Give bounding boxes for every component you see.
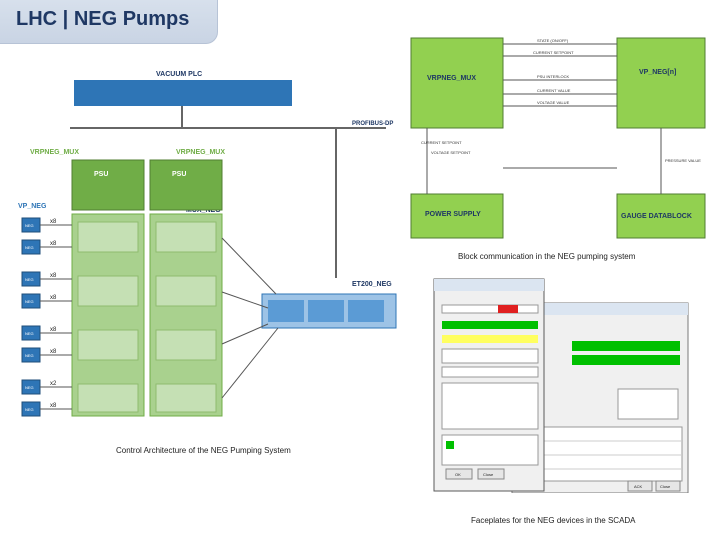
info-field: [441, 304, 539, 314]
signal-label: STATE (ON/OFF): [537, 38, 569, 43]
multiplier-label: x8: [50, 295, 57, 301]
warning-bar: [442, 335, 538, 343]
neg-box-label: NEG: [25, 407, 34, 412]
close-button-back[interactable]: [655, 480, 681, 492]
info-field: [441, 366, 539, 378]
block-diagram: VRPNEG_MUX VP_NEG[n] POWER SUPPLY GAUGE …: [407, 28, 709, 243]
architecture-svg: VACUUM PLC PROFIBUS-DP VRPNEG_MUX VRPNEG…: [18, 71, 397, 417]
mux-cell: [77, 221, 139, 253]
architecture-diagram: VACUUM PLC PROFIBUS-DP VRPNEG_MUX VRPNEG…: [16, 68, 408, 424]
mux-cell: [155, 221, 217, 253]
et200-module: [348, 300, 384, 322]
multiplier-label: x8: [50, 273, 57, 279]
mux-et200-link: [221, 323, 269, 345]
settings-panel: [441, 434, 539, 466]
psu-box-left: [71, 159, 145, 211]
ok-button-label: OK: [455, 472, 461, 477]
signal-label: VOLTAGE VALUE: [537, 100, 570, 105]
close-button-back-label: Close: [660, 484, 671, 489]
window-titlebar: [434, 279, 544, 291]
psu-label-right: PSU: [172, 171, 186, 178]
neg-box-label: NEG: [25, 277, 34, 282]
gauge-label: GAUGE DATABLOCK: [621, 213, 692, 220]
setting-indicator: [446, 441, 454, 449]
page-title: LHC | NEG Pumps: [16, 8, 190, 30]
mux-et200-link: [221, 327, 279, 399]
mux-cell: [155, 383, 217, 413]
power-supply-label: POWER SUPPLY: [425, 211, 481, 218]
multiplier-label: x8: [50, 219, 57, 225]
left-signal-label: VOLTAGE SETPOINT: [431, 150, 471, 155]
vrpneg-mux-label: VRPNEG_MUX: [427, 75, 476, 82]
close-button-front[interactable]: [477, 468, 505, 480]
neg-box-label: NEG: [25, 223, 34, 228]
status-bar-green: [572, 341, 680, 351]
info-field: [441, 348, 539, 364]
mux-cell: [155, 329, 217, 361]
mux-cell: [77, 383, 139, 413]
vp-neg-box: [616, 37, 706, 129]
multiplier-label: x8: [50, 403, 57, 409]
values-table: [441, 382, 539, 430]
signal-label: CURRENT SETPOINT: [533, 50, 574, 55]
et200-module: [268, 300, 304, 322]
left-signal-label: CURRENT SETPOINT: [421, 140, 462, 145]
neg-box-label: NEG: [25, 245, 34, 250]
neg-box-label: NEG: [25, 385, 34, 390]
status-bar-green: [572, 355, 680, 365]
window-titlebar: [512, 303, 688, 315]
power-supply-box: [410, 193, 504, 239]
gauge-box: [616, 193, 706, 239]
multiplier-label: x2: [50, 381, 57, 387]
button-panel: [617, 388, 679, 420]
block-caption: Block communication in the NEG pumping s…: [458, 252, 636, 261]
et200-label: ET200_NEG: [352, 281, 392, 288]
vacuum-plc-box: [74, 80, 292, 106]
psu-box-right: [149, 159, 223, 211]
close-button-front-label: Close: [483, 472, 494, 477]
architecture-caption: Control Architecture of the NEG Pumping …: [116, 446, 291, 455]
vp-neg-box-label: VP_NEG[n]: [639, 69, 676, 76]
mux-et200-link: [221, 237, 277, 295]
ack-button-label: ACK: [634, 484, 643, 489]
signal-label: CURRENT VALUE: [537, 88, 571, 93]
et200-module: [308, 300, 344, 322]
faceplates-screenshot: ACK Close OK Close: [432, 277, 689, 494]
mux-left-label: VRPNEG_MUX: [30, 149, 79, 156]
vrpneg-mux-box: [410, 37, 504, 129]
ok-button[interactable]: [445, 468, 473, 480]
profibus-label: PROFIBUS-DP: [352, 121, 393, 127]
value-grid: [517, 426, 683, 482]
mux-cell: [155, 275, 217, 307]
neg-box-label: NEG: [25, 299, 34, 304]
mux-cell: [77, 275, 139, 307]
mux-et200-link: [221, 291, 269, 309]
status-bar-green: [442, 321, 538, 329]
title-bar: LHC | NEG Pumps: [0, 0, 218, 44]
faceplates-svg: ACK Close OK Close: [433, 278, 689, 494]
pressure-label: PRESSURE VALUE: [665, 158, 701, 163]
mux-right-label: VRPNEG_MUX: [176, 149, 225, 156]
faceplates-caption: Faceplates for the NEG devices in the SC…: [471, 516, 636, 525]
vacuum-plc-label: VACUUM PLC: [156, 71, 202, 78]
neg-box-label: NEG: [25, 353, 34, 358]
multiplier-label: x8: [50, 349, 57, 355]
mux-cell: [77, 329, 139, 361]
psu-label-left: PSU: [94, 171, 108, 178]
multiplier-label: x8: [50, 327, 57, 333]
block-svg: VRPNEG_MUX VP_NEG[n] POWER SUPPLY GAUGE …: [410, 37, 706, 239]
ack-button[interactable]: [627, 480, 653, 492]
neg-box-label: NEG: [25, 331, 34, 336]
multiplier-label: x8: [50, 241, 57, 247]
vp-neg-label: VP_NEG: [18, 203, 47, 210]
signal-label: PSU INTERLOCK: [537, 74, 570, 79]
alarm-indicator: [498, 305, 518, 313]
